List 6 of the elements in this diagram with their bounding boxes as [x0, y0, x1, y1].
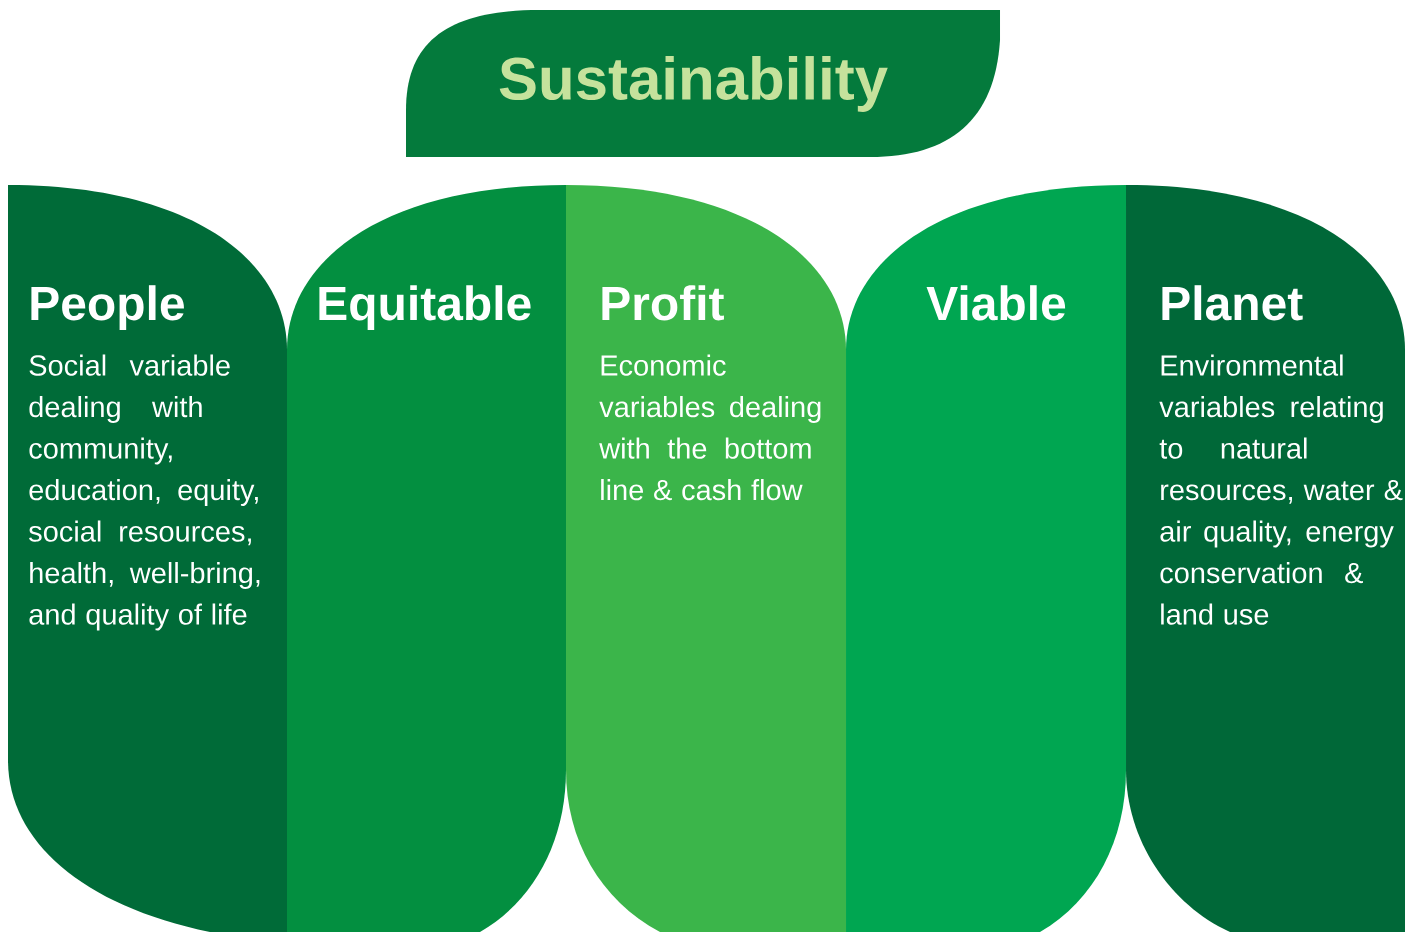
leaf-panel: People Social variable dealing with community, education, equity, social resources, health, well-bring, and quality of life [8, 185, 287, 932]
leaf-panel: Viable [846, 185, 1126, 932]
title-banner: Sustainability [406, 10, 1000, 157]
leaf-panel: Profit Economic variables dealing with the bottom line & cash flow [566, 185, 846, 932]
leaf-panel: Equitable [287, 185, 566, 932]
leaf-panel: Planet Environmental variables relating to natural resources, water & air quality, energy conservation & land use [1126, 185, 1405, 932]
